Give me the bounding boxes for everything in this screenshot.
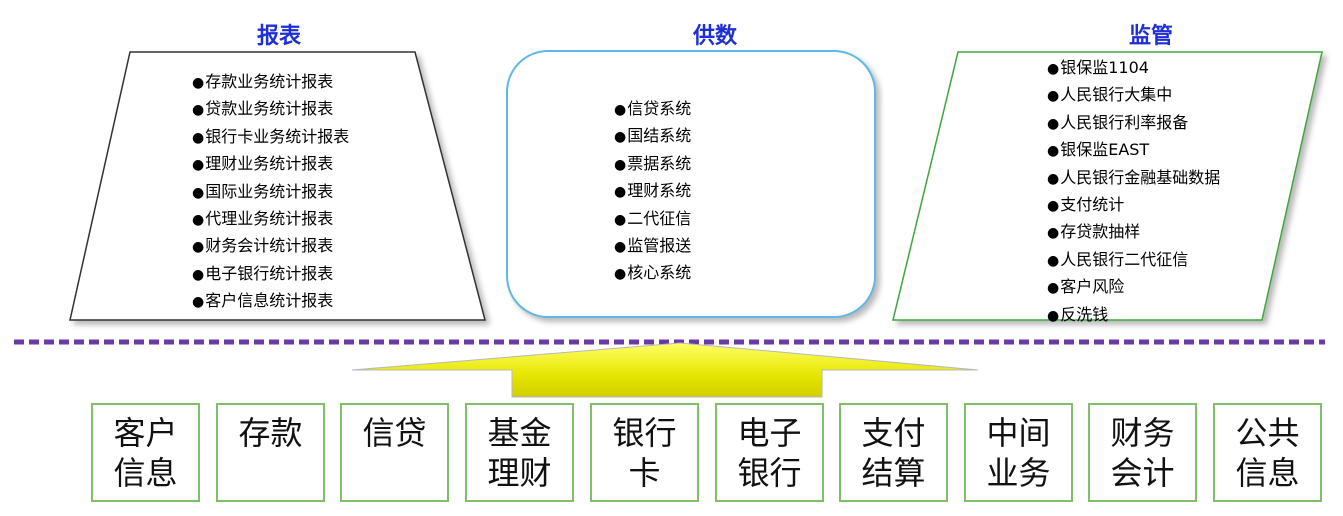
bottom-box-cunkuan: 存款 [216, 403, 325, 502]
baobiao-list: 存款业务统计报表 贷款业务统计报表 银行卡业务统计报表 理财业务统计报表 国际业… [192, 69, 349, 316]
list-item: 票据系统 [614, 151, 691, 178]
box-line2: 信息 [113, 454, 178, 492]
box-line1: 信贷 [362, 414, 427, 452]
bottom-box-yinhangka: 银行 卡 [590, 403, 699, 502]
gongshu-title: 供数 [692, 24, 737, 49]
list-item: 人民银行利率报备 [1047, 110, 1220, 137]
list-item: 监管报送 [614, 233, 691, 260]
list-item: 反洗钱 [1047, 302, 1220, 329]
list-item: 人民银行金融基础数据 [1047, 165, 1220, 192]
list-item: 理财业务统计报表 [192, 151, 349, 178]
bottom-box-jijin-licai: 基金 理财 [465, 403, 574, 502]
list-item: 人民银行大集中 [1047, 82, 1220, 109]
bottom-box-zhifu-jiesuan: 支付 结算 [839, 403, 948, 502]
jianguan-list: 银保监1104 人民银行大集中 人民银行利率报备 银保监EAST 人民银行金融基… [1047, 55, 1220, 329]
box-line1: 财务 [1110, 414, 1175, 452]
list-item: 银行卡业务统计报表 [192, 124, 349, 151]
list-item: 客户信息统计报表 [192, 288, 349, 315]
box-line1: 公共 [1235, 414, 1300, 452]
jianguan-title: 监管 [1128, 24, 1173, 49]
list-item: 电子银行统计报表 [192, 261, 349, 288]
box-line2: 信息 [1235, 454, 1300, 492]
list-item: 贷款业务统计报表 [192, 96, 349, 123]
bottom-box-gonggong-xinxi: 公共 信息 [1213, 403, 1322, 502]
list-item: 代理业务统计报表 [192, 206, 349, 233]
bottom-box-xindai: 信贷 [340, 403, 449, 502]
list-item: 客户风险 [1047, 274, 1220, 301]
baobiao-title: 报表 [256, 24, 301, 49]
box-line1: 电子 [737, 414, 802, 452]
box-line1: 存款 [238, 414, 303, 452]
box-line1: 银行 [612, 414, 677, 452]
list-item: 国际业务统计报表 [192, 179, 349, 206]
list-item: 理财系统 [614, 178, 691, 205]
list-item: 二代征信 [614, 206, 691, 233]
box-line2: 结算 [861, 454, 926, 492]
list-item: 银保监1104 [1047, 55, 1220, 82]
box-line1: 支付 [861, 414, 926, 452]
list-item: 支付统计 [1047, 192, 1220, 219]
list-item: 信贷系统 [614, 96, 691, 123]
list-item: 存贷款抽样 [1047, 219, 1220, 246]
up-arrow [351, 342, 979, 398]
box-line2: 会计 [1110, 454, 1175, 492]
bottom-box-kehu-xinxi: 客户 信息 [91, 403, 200, 502]
gongshu-list: 信贷系统 国结系统 票据系统 理财系统 二代征信 监管报送 核心系统 [614, 96, 691, 288]
box-line1: 基金 [487, 414, 552, 452]
box-line2: 卡 [628, 454, 661, 492]
box-line1: 客户 [113, 414, 178, 452]
list-item: 银保监EAST [1047, 137, 1220, 164]
bottom-box-dianzi-yinhang: 电子 银行 [715, 403, 824, 502]
box-line2: 银行 [737, 454, 802, 492]
list-item: 核心系统 [614, 260, 691, 287]
list-item: 国结系统 [614, 123, 691, 150]
box-line2: 理财 [487, 454, 552, 492]
list-item: 存款业务统计报表 [192, 69, 349, 96]
bottom-box-caiwu-kuaiji: 财务 会计 [1088, 403, 1197, 502]
list-item: 财务会计统计报表 [192, 233, 349, 260]
list-item: 人民银行二代征信 [1047, 247, 1220, 274]
box-line1: 中间 [986, 414, 1051, 452]
box-line2: 业务 [986, 454, 1051, 492]
bottom-box-zhongjian-yewu: 中间 业务 [964, 403, 1073, 502]
